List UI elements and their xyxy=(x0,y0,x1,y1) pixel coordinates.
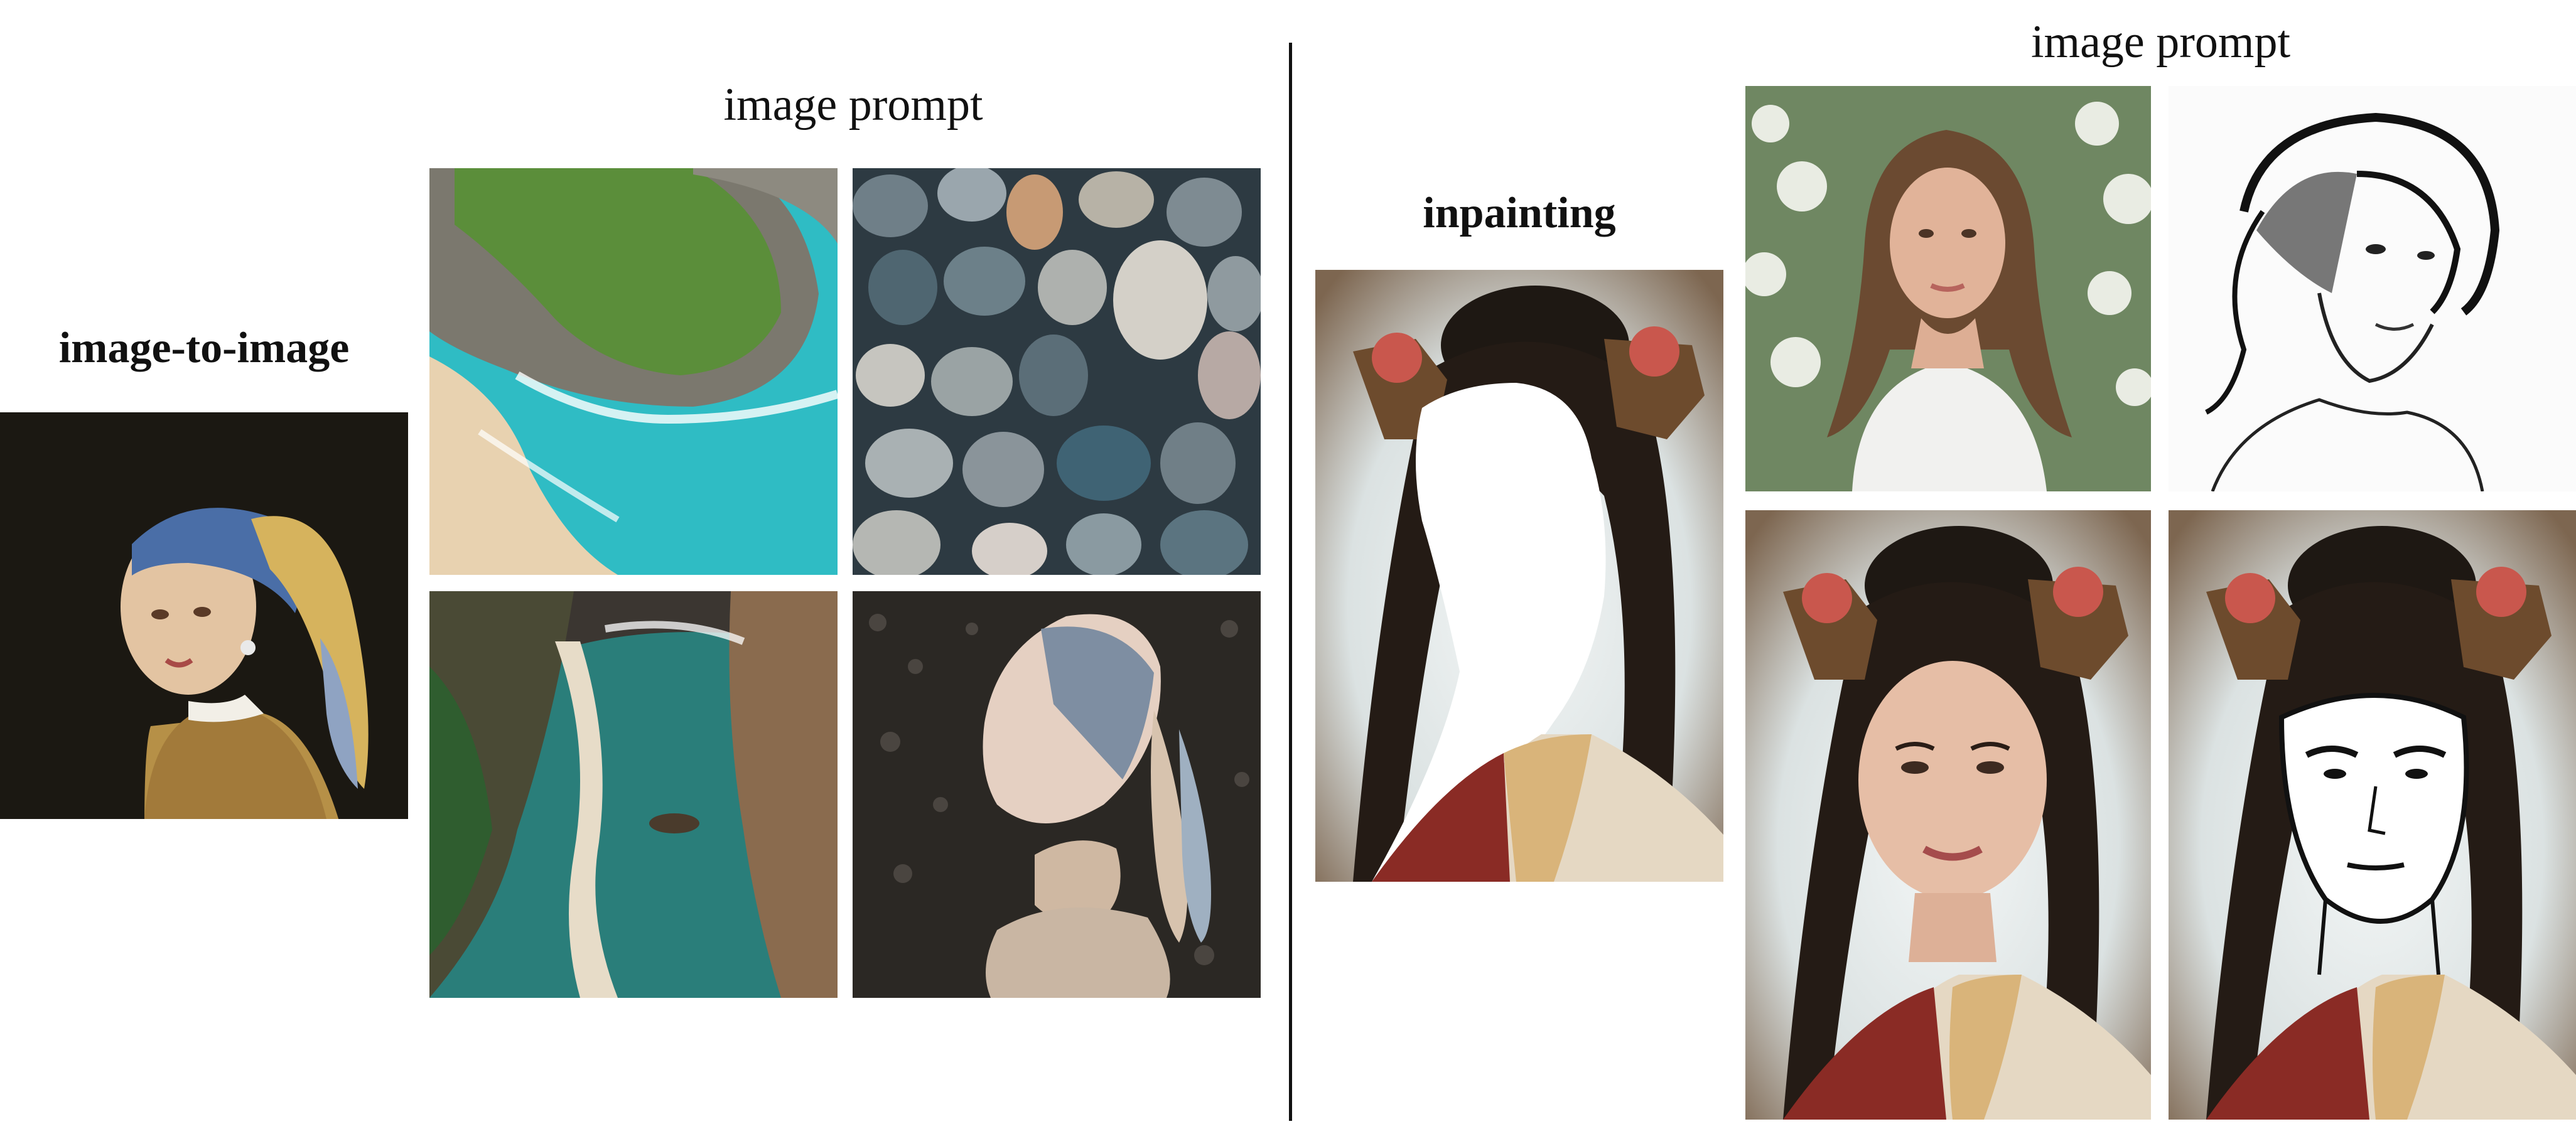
painting-image xyxy=(0,412,408,819)
result-sketch-image xyxy=(2169,510,2576,1120)
cliff-beach-image xyxy=(429,591,838,998)
reference-sketch-image xyxy=(2169,86,2576,491)
painted-stones-image xyxy=(853,591,1261,998)
result-photoreal-image xyxy=(1745,510,2151,1120)
pebbles-image xyxy=(853,168,1261,575)
section-divider xyxy=(1289,43,1292,1121)
image-to-image-label: image-to-image xyxy=(58,324,350,372)
coast-aerial-image xyxy=(429,168,838,575)
inpainting-label: inpainting xyxy=(1423,189,1616,237)
image-prompt-label-left: image prompt xyxy=(723,79,983,131)
image-prompt-label-right: image prompt xyxy=(2030,16,2291,68)
reference-photo-image xyxy=(1745,86,2151,491)
inpainting-masked-image xyxy=(1315,270,1723,882)
